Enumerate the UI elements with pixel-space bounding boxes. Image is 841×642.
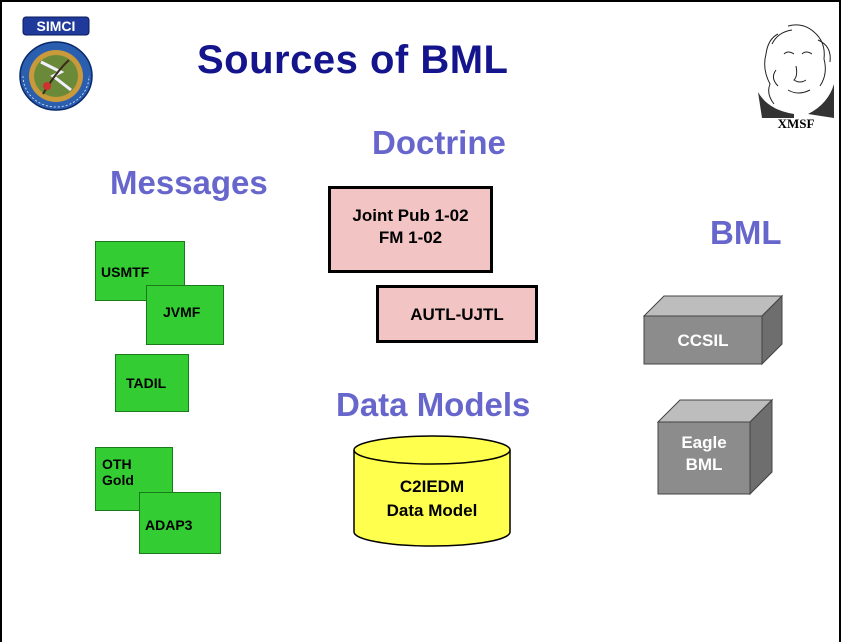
- jvmf-label: JVMF: [163, 304, 201, 320]
- xmsf-lion-logo: XMSF: [758, 24, 834, 130]
- jvmf-box: JVMF: [146, 285, 224, 345]
- tadil-label: TADIL: [126, 375, 167, 391]
- eagle-bml-box: Eagle BML: [656, 398, 774, 496]
- joint-pub-label: Joint Pub 1-02: [352, 206, 469, 225]
- adap3-label: ADAP3: [145, 517, 193, 533]
- fm-label: FM 1-02: [378, 228, 443, 247]
- joint-pub-box: Joint Pub 1-02 FM 1-02: [328, 186, 493, 273]
- ccsil-box: CCSIL: [642, 294, 784, 366]
- ccsil-label: CCSIL: [678, 331, 729, 350]
- data-model-label: Data Model: [387, 501, 478, 520]
- oth-label: OTH: [102, 456, 132, 472]
- messages-heading: Messages: [110, 164, 268, 201]
- bml-box-label: BML: [686, 455, 723, 474]
- c2iedm-label: C2IEDM: [400, 477, 464, 496]
- simci-logo: SIMCI: [19, 16, 93, 111]
- bml-heading: BML: [710, 214, 782, 251]
- usmtf-label: USMTF: [101, 264, 150, 280]
- simci-logo-text: SIMCI: [37, 18, 76, 34]
- doctrine-heading: Doctrine: [372, 124, 506, 161]
- autl-ujtl-label: AUTL-UJTL: [410, 305, 504, 324]
- slide-title: Sources of BML: [197, 38, 509, 82]
- adap3-box: ADAP3: [139, 492, 221, 554]
- gold-label: Gold: [102, 472, 134, 488]
- xmsf-logo-text: XMSF: [778, 116, 815, 130]
- autl-ujtl-box: AUTL-UJTL: [376, 285, 538, 343]
- c2iedm-cylinder: C2IEDM Data Model: [353, 435, 511, 547]
- tadil-box: TADIL: [115, 354, 189, 412]
- eagle-label: Eagle: [681, 433, 726, 452]
- data-models-heading: Data Models: [336, 386, 531, 423]
